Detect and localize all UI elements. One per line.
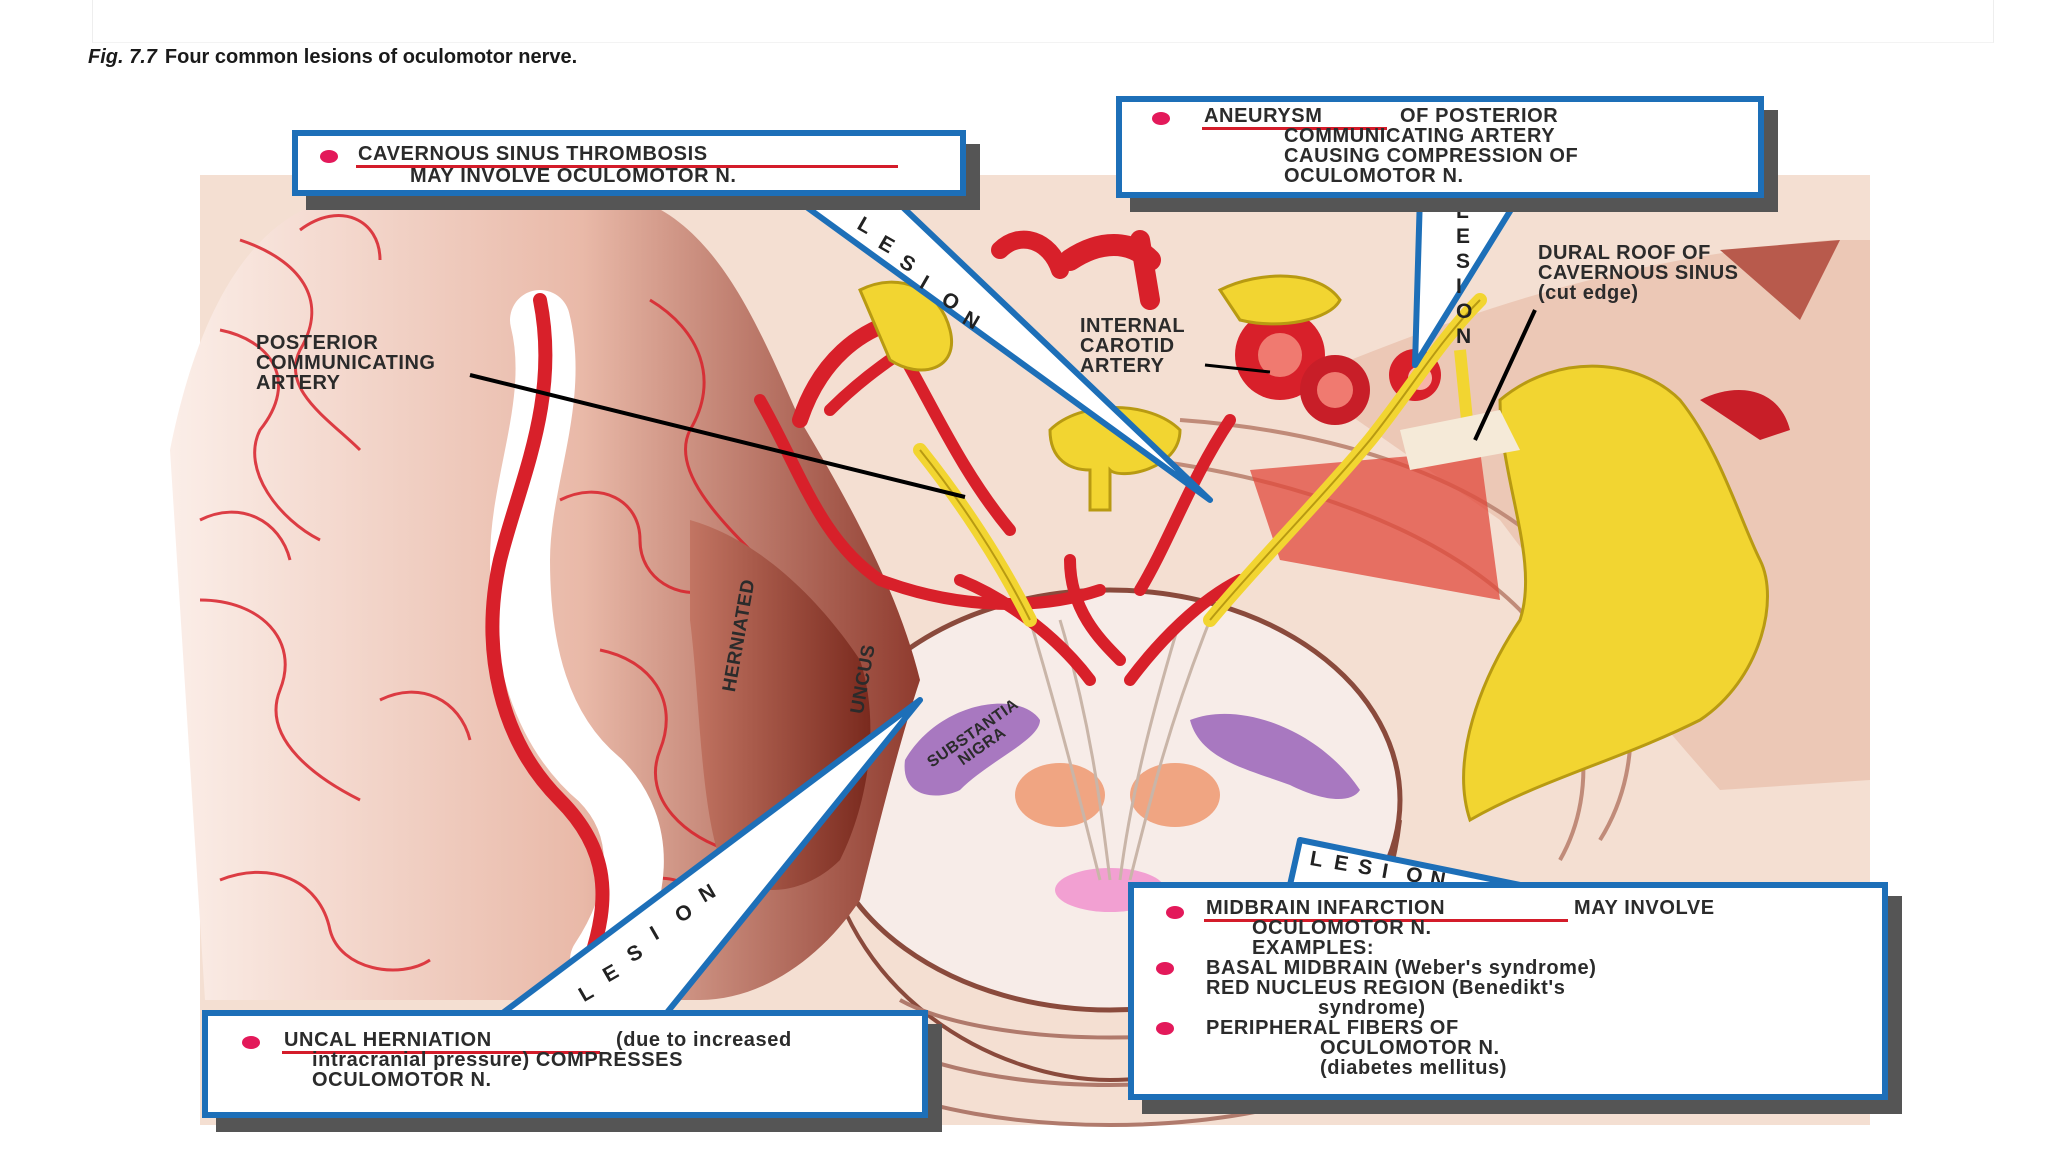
label-line: POSTERIOR [256,332,379,354]
callout-line: PERIPHERAL FIBERS OF [1206,1017,1459,1039]
callout-uncal-herniation: UNCAL HERNIATION (due to increased intra… [202,1010,928,1118]
bullet-icon [1152,112,1170,125]
lesion-letter: L [1456,200,1469,223]
callout-line: intracranial pressure) COMPRESSES [312,1049,684,1071]
red-nucleus-left [1015,763,1105,827]
figure-number: Fig. 7.7 [88,46,157,68]
callout-title: ANEURYSM [1204,105,1323,127]
label-line: (cut edge) [1538,282,1639,304]
lesion-letter: E [1456,225,1471,248]
callout-line: CAUSING COMPRESSION OF [1284,145,1579,167]
bullet-icon [1156,1022,1174,1035]
label-line: DURAL ROOF OF [1538,242,1711,264]
red-nucleus-right [1130,763,1220,827]
leader-dural-roof [1473,309,1537,441]
label-line: ARTERY [1080,355,1165,377]
callout-line: OCULOMOTOR N. [1320,1037,1500,1059]
figure-caption: Fig. 7.7 Four common lesions of oculomoto… [88,46,577,69]
title-underline [1202,127,1387,130]
callout-line: EXAMPLES: [1252,937,1375,959]
bullet-icon [320,150,338,163]
callout-line: OCULOMOTOR N. [1252,917,1432,939]
callout-title: MIDBRAIN INFARCTION [1206,897,1446,919]
lesion-letter: N [1456,325,1472,348]
leader-internal-carotid [1204,363,1271,374]
callout-line: COMMUNICATING ARTERY [1284,125,1556,147]
label-line: CAROTID [1080,335,1175,357]
callout-line: OF POSTERIOR [1400,105,1559,127]
label-line: INTERNAL [1080,315,1186,337]
circle-of-willis [754,324,1246,686]
callout-cavernous-sinus-thrombosis: CAVERNOUS SINUS THROMBOSIS MAY INVOLVE O… [292,130,966,196]
substantia-nigra-left [904,703,1040,796]
bullet-icon [242,1036,260,1049]
callout-aneurysm: ANEURYSM OF POSTERIOR COMMUNICATING ARTE… [1116,96,1764,198]
top-frame [92,0,1994,43]
figure-title: Four common lesions of oculomotor nerve. [164,46,578,68]
callout-line: OCULOMOTOR N. [312,1069,492,1091]
label-internal-carotid-artery: INTERNAL CAROTID ARTERY [1080,316,1185,376]
callout-line: MAY INVOLVE OCULOMOTOR N. [410,165,737,187]
callout-title: UNCAL HERNIATION [284,1029,492,1051]
lesion-letter: I [1456,275,1462,298]
callout-line: OCULOMOTOR N. [1284,165,1464,187]
callout-line: RED NUCLEUS REGION (Benedikt's [1206,977,1566,999]
trigeminal-nerve [1462,364,1769,823]
callout-midbrain-infarction: MIDBRAIN INFARCTION MAY INVOLVE OCULOMOT… [1128,882,1888,1100]
label-line: ARTERY [256,372,341,394]
callout-line: (diabetes mellitus) [1320,1057,1507,1079]
lesion-letter: S [1456,250,1471,273]
label-line: COMMUNICATING [256,352,436,374]
callout-line: BASAL MIDBRAIN (Weber's syndrome) [1206,957,1597,979]
callout-title: CAVERNOUS SINUS THROMBOSIS [358,143,708,165]
label-dural-roof: DURAL ROOF OF CAVERNOUS SINUS (cut edge) [1538,243,1739,303]
cavernous-sinus [1250,450,1500,600]
label-line: CAVERNOUS SINUS [1538,262,1739,284]
callout-line: (due to increased [616,1029,792,1051]
middle-cerebral-artery [485,293,610,967]
title-underline [356,165,898,168]
callout-line: MAY INVOLVE [1574,897,1715,919]
leader-posterior-communicating [469,373,966,499]
bullet-icon [1156,962,1174,975]
substantia-nigra-right [1190,713,1360,800]
callout-line: syndrome) [1318,997,1426,1019]
bullet-icon [1166,906,1184,919]
cortical-vessels [199,214,762,972]
title-underline [1204,919,1568,922]
label-posterior-communicating-artery: POSTERIOR COMMUNICATING ARTERY [256,333,435,393]
lesion-letter: O [1456,300,1473,323]
title-underline [282,1051,600,1054]
